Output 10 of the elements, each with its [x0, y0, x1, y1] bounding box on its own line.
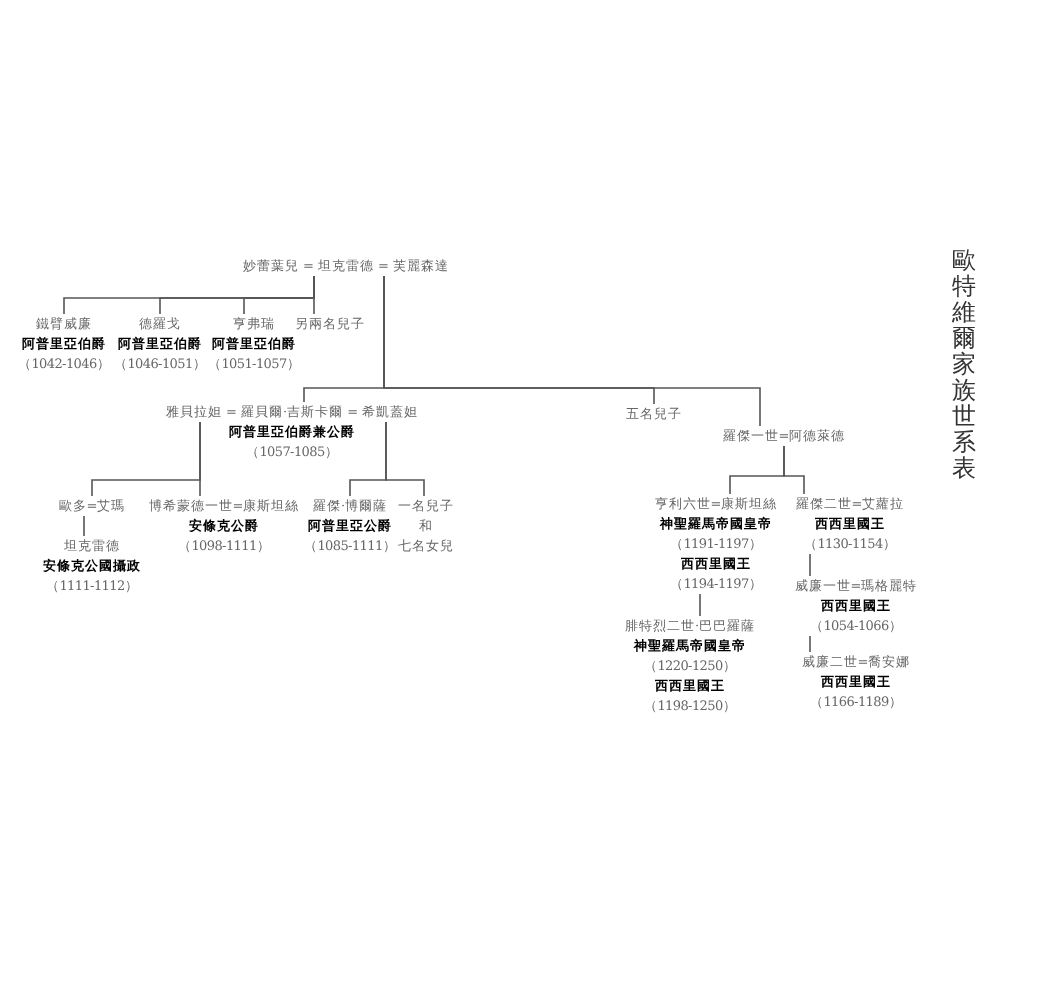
connector-line	[783, 445, 805, 495]
connector-line	[313, 275, 315, 315]
connector-line	[809, 635, 811, 653]
connector-line	[385, 421, 425, 497]
connector-line	[383, 275, 761, 427]
connector-line	[699, 593, 701, 617]
chart-title: 歐特維爾家族世系表	[952, 248, 978, 482]
connector-line	[199, 421, 201, 497]
connector-line	[83, 515, 85, 537]
connector-line	[809, 553, 811, 577]
